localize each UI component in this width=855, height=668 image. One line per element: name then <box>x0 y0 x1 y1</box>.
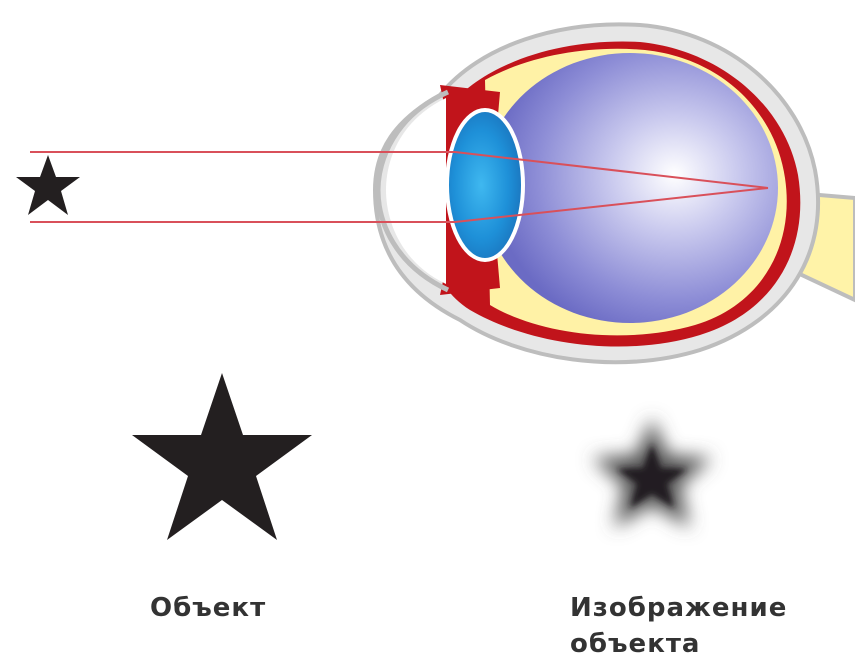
image-label: Изображение объекта <box>570 590 787 662</box>
image-label-line2: объекта <box>570 626 787 662</box>
vitreous-body <box>482 53 778 323</box>
star-icon <box>132 373 312 540</box>
image-label-line1: Изображение <box>570 590 787 626</box>
star-icon <box>16 155 80 215</box>
blurred-star-icon <box>592 418 712 528</box>
object-label: Объект <box>150 590 266 626</box>
lens <box>447 110 523 260</box>
